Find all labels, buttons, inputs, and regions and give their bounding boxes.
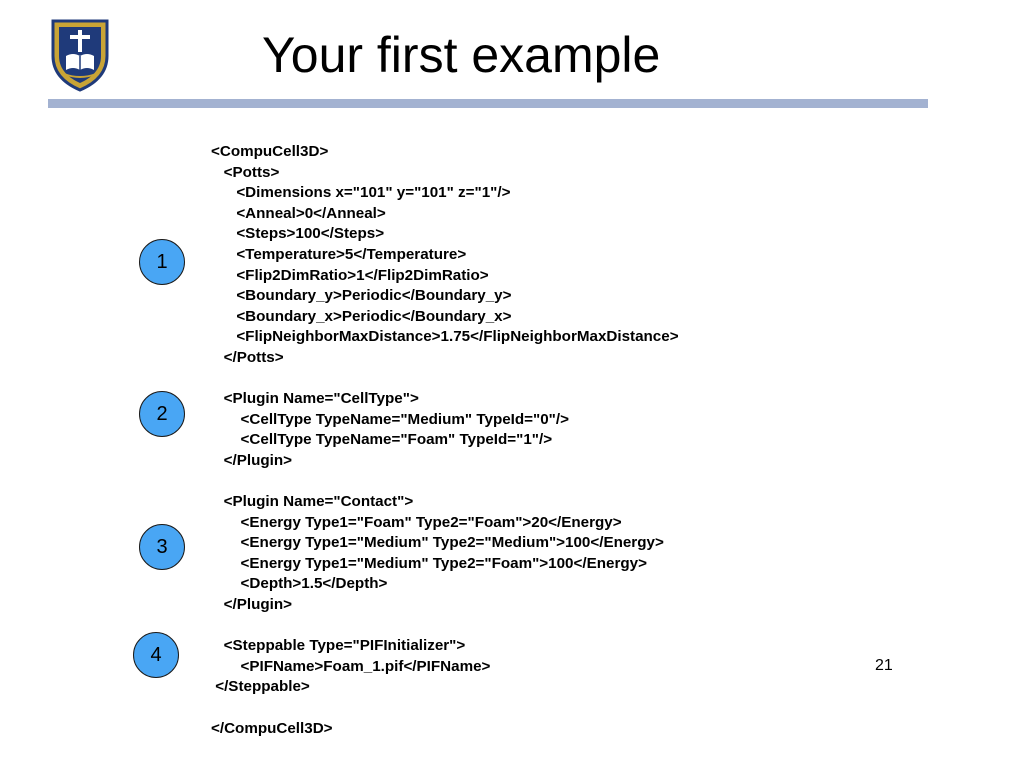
code-line: <CellType TypeName="Medium" TypeId="0"/> [211, 410, 569, 428]
xml-code-block: <CompuCell3D> <Potts> <Dimensions x="101… [211, 142, 679, 739]
university-shield-logo [51, 19, 109, 92]
code-line: </Potts> [211, 348, 284, 366]
code-line: <Plugin Name="CellType"> [211, 390, 419, 408]
code-line: </Plugin> [211, 451, 293, 469]
code-line [211, 698, 679, 719]
code-line [211, 369, 679, 390]
code-line: <Dimensions x="101" y="101" z="1"/> [211, 184, 511, 202]
code-line: <FlipNeighborMaxDistance>1.75</FlipNeigh… [211, 328, 679, 346]
code-line: <Potts> [211, 163, 280, 181]
code-line [211, 616, 679, 637]
code-line: <Boundary_y>Periodic</Boundary_y> [211, 287, 512, 305]
code-line: <Energy Type1="Medium" Type2="Medium">10… [211, 534, 664, 552]
code-line: </Plugin> [211, 596, 293, 614]
step-badge-2: 2 [139, 391, 185, 437]
code-line: <Energy Type1="Foam" Type2="Foam">20</En… [211, 513, 622, 531]
code-line: <PIFName>Foam_1.pif</PIFName> [211, 657, 491, 675]
page-number: 21 [875, 657, 893, 674]
code-line [211, 472, 679, 493]
title-divider [48, 99, 928, 108]
code-line: <Plugin Name="Contact"> [211, 493, 414, 511]
step-badge-3: 3 [139, 524, 185, 570]
step-badge-4: 4 [133, 632, 179, 678]
code-line: <Steppable Type="PIFInitializer"> [211, 637, 466, 655]
code-line: <Anneal>0</Anneal> [211, 204, 386, 222]
code-line: </CompuCell3D> [211, 719, 333, 737]
code-line: <Depth>1.5</Depth> [211, 575, 388, 593]
code-line: <Temperature>5</Temperature> [211, 245, 467, 263]
code-line: <Energy Type1="Medium" Type2="Foam">100<… [211, 554, 647, 572]
slide-title: Your first example [262, 27, 661, 83]
code-line: </Steppable> [211, 678, 310, 696]
code-line: <CellType TypeName="Foam" TypeId="1"/> [211, 431, 553, 449]
step-badge-1: 1 [139, 239, 185, 285]
code-line: <Steps>100</Steps> [211, 225, 385, 243]
code-line: <Flip2DimRatio>1</Flip2DimRatio> [211, 266, 489, 284]
code-line: <CompuCell3D> [211, 143, 329, 160]
code-line: <Boundary_x>Periodic</Boundary_x> [211, 307, 512, 325]
